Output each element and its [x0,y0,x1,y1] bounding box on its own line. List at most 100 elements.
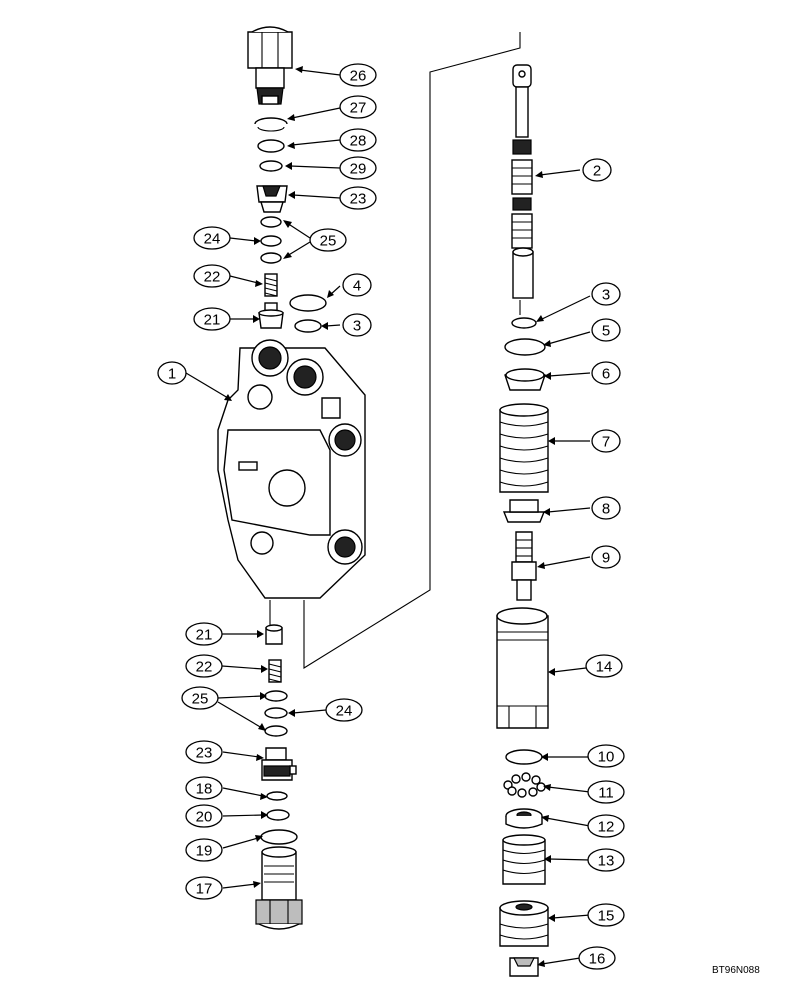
callout-bubble [339,128,377,152]
part-3-o-ring-right [511,317,537,329]
callout-c27: 27 [339,95,377,119]
callout-c21b: 21 [185,622,223,646]
callout-bubble [591,361,621,385]
callout-c8: 8 [591,496,621,520]
callout-c25a: 25 [309,228,347,252]
part-7-spring [499,403,549,493]
part-9-bolt [511,531,537,601]
part-8-spring-seat [502,499,546,523]
part-29-o-ring [259,160,283,172]
callout-number: 22 [204,269,221,286]
callout-number: 21 [196,627,213,644]
callout-bubble [193,264,231,288]
part-15-end-cap [499,900,549,947]
part-24-o-ring-lower [264,707,288,719]
callout-c11: 11 [587,780,625,804]
callout-c12: 12 [587,814,625,838]
part-3-o-ring-left [294,319,322,333]
callout-c18: 18 [185,776,223,800]
callout-bubble [325,698,363,722]
callout-bubble [339,186,377,210]
callout-c15: 15 [587,903,625,927]
callout-c24b: 24 [325,698,363,722]
callout-bubble [309,228,347,252]
callout-number: 8 [602,501,610,518]
part-22-spring-lower [268,659,282,683]
callout-bubble [185,622,223,646]
part-25-ring-lower-b [264,725,288,737]
callout-bubble [587,903,625,927]
part-18-o-ring [266,791,288,801]
callout-c22a: 22 [193,264,231,288]
callout-bubble [193,226,231,250]
callout-number: 23 [350,191,367,208]
callout-number: 20 [196,809,213,826]
callout-number: 3 [602,287,610,304]
part-25-ring-upper-b [260,252,282,264]
callout-number: 5 [602,323,610,340]
callout-number: 28 [350,133,367,150]
leader-lines [185,66,591,967]
callout-number: 18 [196,781,213,798]
callout-c13: 13 [587,848,625,872]
part-25-ring-lower-a [264,690,288,702]
part-23-seat-lower [261,747,297,781]
part-22-spring-upper [264,273,278,297]
callout-number: 29 [350,161,367,178]
callout-bubble [587,814,625,838]
callout-bubble [342,313,372,337]
callout-number: 21 [204,312,221,329]
callout-bubble [591,545,621,569]
callout-number: 23 [196,745,213,762]
callout-bubble [185,804,223,828]
callout-c25b: 25 [181,686,219,710]
callout-number: 10 [598,749,615,766]
callout-c3b: 3 [591,282,621,306]
callout-number: 25 [320,233,337,250]
callout-number: 15 [598,908,615,925]
callout-c17: 17 [185,876,223,900]
callout-number: 11 [598,785,614,802]
callout-c20: 20 [185,804,223,828]
part-14-spring-cap [496,607,549,729]
callout-bubble [339,95,377,119]
callout-bubble [582,158,612,182]
callout-bubble [185,876,223,900]
part-27-snap-ring [254,117,288,132]
callout-c4: 4 [342,273,372,297]
callout-number: 24 [336,703,353,720]
callout-c22b: 22 [185,654,223,678]
drawing-ref-label: BT96N088 [712,965,760,976]
callout-c9: 9 [591,545,621,569]
callout-c23a: 23 [339,186,377,210]
part-12-detent-sleeve [505,808,543,829]
callout-c23b: 23 [185,740,223,764]
callout-bubble [591,496,621,520]
callout-c1: 1 [157,361,187,385]
callout-bubble [185,654,223,678]
callout-bubble [587,744,625,768]
callout-c28: 28 [339,128,377,152]
callout-c10: 10 [587,744,625,768]
callout-bubble [185,838,223,862]
callout-c21a: 21 [193,307,231,331]
callout-number: 17 [196,881,213,898]
callout-c29: 29 [339,156,377,180]
callout-bubble [591,282,621,306]
part-2-spool [511,64,534,299]
part-24-o-ring-upper [260,235,282,247]
part-23-seat-upper [256,185,288,213]
part-6-retainer [504,368,546,391]
part-21-poppet-lower [265,624,283,645]
callout-bubble [181,686,219,710]
callout-bubble [591,429,621,453]
callout-number: 6 [602,366,610,383]
callout-number: 22 [196,659,213,676]
part-19-o-ring-large [260,829,298,845]
callout-c3a: 3 [342,313,372,337]
callout-number: 24 [204,231,221,248]
callout-bubble [585,654,623,678]
callout-number: 27 [350,100,367,117]
